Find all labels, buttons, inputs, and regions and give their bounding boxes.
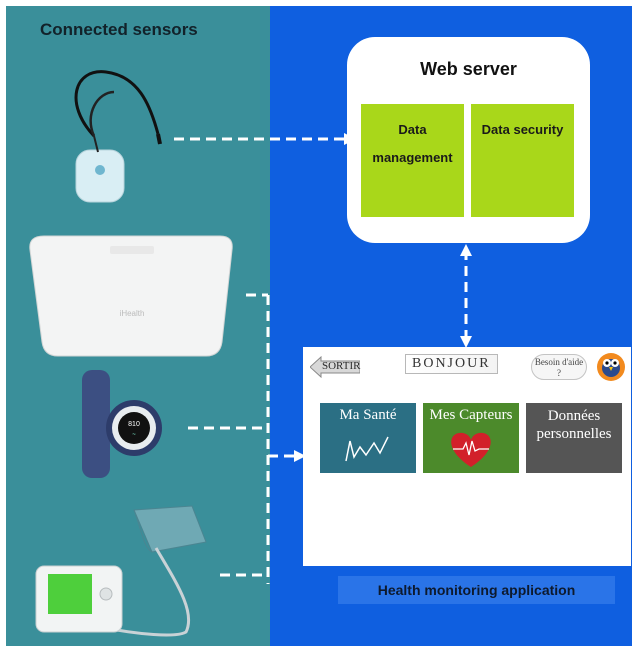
help-bird-icon	[597, 353, 625, 381]
tile-label: Ma Santé	[339, 407, 397, 423]
web-server-box: Web server Data management Data security	[347, 37, 590, 243]
diagram-frame: Connected sensors iHealth 810 ~ Web serv…	[6, 6, 632, 646]
connection-arrows	[174, 133, 472, 584]
watch-sensor-icon: 810 ~	[82, 370, 162, 478]
tile-mes-capteurs[interactable]: Mes Capteurs	[423, 403, 519, 473]
data-management-box: Data management	[361, 104, 464, 217]
svg-text:iHealth: iHealth	[120, 309, 145, 318]
data-security-box: Data security	[471, 104, 574, 217]
tile-ma-sante[interactable]: Ma Santé	[320, 403, 416, 473]
scale-sensor-icon: iHealth	[29, 235, 233, 357]
blood-pressure-monitor-icon	[35, 505, 207, 637]
app-header: SORTIR BONJOUR Besoin d'aide ?	[303, 347, 631, 389]
back-arrow-icon	[310, 356, 360, 378]
connected-sensors-title: Connected sensors	[40, 20, 198, 39]
web-server-title: Web server	[420, 59, 517, 79]
arrowhead-app	[294, 450, 306, 462]
back-label: SORTIR	[322, 360, 361, 372]
help-button[interactable]: Besoin d'aide ?	[531, 354, 587, 380]
svg-text:~: ~	[132, 432, 136, 438]
app-caption: Health monitoring application	[338, 576, 615, 604]
health-chart-icon	[345, 436, 389, 462]
svg-text:810: 810	[128, 421, 140, 428]
back-button[interactable]: SORTIR	[310, 356, 360, 378]
greeting: BONJOUR	[405, 354, 498, 374]
health-app-screen: SORTIR BONJOUR Besoin d'aide ? Ma Santé …	[303, 347, 631, 566]
arrowhead-server	[344, 133, 356, 145]
pendant-sensor-icon	[74, 70, 162, 203]
tile-label: Mes Capteurs	[429, 407, 513, 423]
heartbeat-icon	[451, 432, 491, 467]
arrowhead-server-up	[460, 244, 472, 256]
tile-donnees-personnelles[interactable]: Données personnelles	[526, 403, 622, 473]
arrowhead-app-down	[460, 336, 472, 348]
